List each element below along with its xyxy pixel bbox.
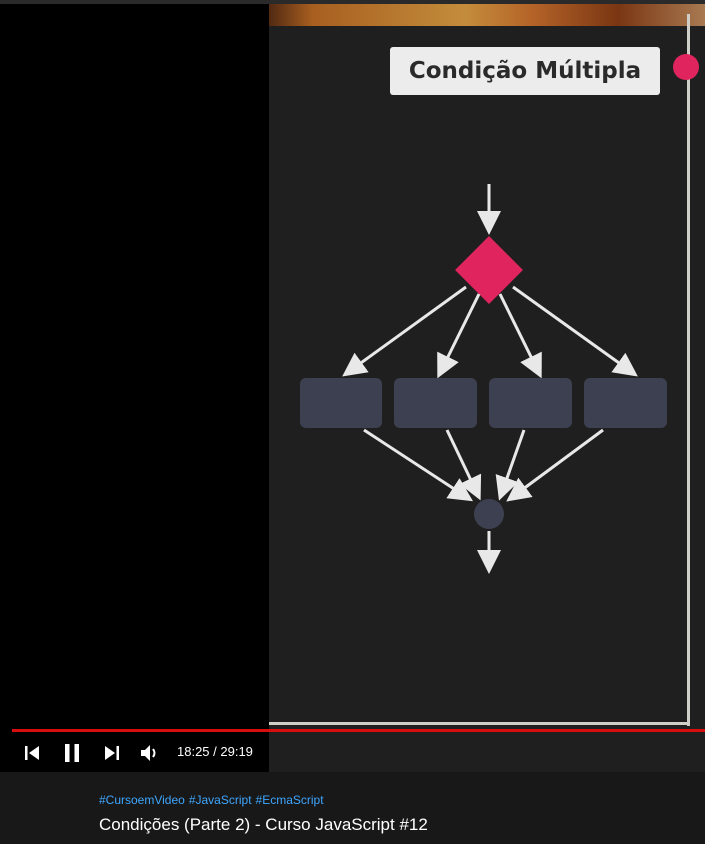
skip-next-icon bbox=[105, 746, 119, 760]
frame-top-glow bbox=[269, 4, 705, 26]
video-info: #CursoemVideo#JavaScript#EcmaScript Cond… bbox=[99, 791, 428, 835]
pause-icon bbox=[65, 744, 79, 762]
flowchart-diagram bbox=[300, 184, 667, 574]
case-box-1 bbox=[300, 378, 382, 428]
video-title: Condições (Parte 2) - Curso JavaScript #… bbox=[99, 815, 428, 834]
hashtag-link[interactable]: #EcmaScript bbox=[255, 793, 324, 807]
branch-arrow-2 bbox=[437, 293, 481, 379]
branch-arrow-3 bbox=[498, 293, 542, 379]
case-box-4 bbox=[584, 378, 667, 428]
video-frame[interactable]: Condição Múltipla bbox=[269, 4, 705, 772]
progress-bar[interactable] bbox=[12, 729, 705, 732]
next-button[interactable] bbox=[99, 740, 125, 766]
hashtag-link[interactable]: #CursoemVideo bbox=[99, 793, 185, 807]
volume-icon bbox=[141, 745, 156, 761]
skip-previous-icon bbox=[25, 746, 39, 760]
slide-bottom-border bbox=[269, 722, 690, 725]
branch-arrow-4 bbox=[512, 285, 638, 377]
hashtag-link[interactable]: #JavaScript bbox=[188, 793, 252, 807]
case-box-2 bbox=[394, 378, 477, 428]
merge-arrow-2 bbox=[445, 429, 482, 501]
player-top-edge bbox=[0, 0, 705, 4]
pause-button[interactable] bbox=[59, 740, 85, 766]
player-controls: 18:25 / 29:19 bbox=[0, 733, 705, 772]
branch-arrow-1 bbox=[342, 285, 467, 377]
merge-arrow-3 bbox=[495, 429, 526, 501]
merge-arrow-4 bbox=[506, 428, 604, 502]
decision-diamond bbox=[455, 236, 523, 304]
hashtag-list: #CursoemVideo#JavaScript#EcmaScript bbox=[99, 791, 428, 809]
record-dot bbox=[673, 54, 699, 80]
volume-button[interactable] bbox=[137, 740, 163, 766]
time-display: 18:25 / 29:19 bbox=[177, 744, 253, 759]
previous-button[interactable] bbox=[19, 740, 45, 766]
case-box-3 bbox=[489, 378, 572, 428]
slide-title: Condição Múltipla bbox=[390, 47, 660, 95]
video-player[interactable]: Condição Múltipla bbox=[0, 0, 705, 772]
slide-right-border bbox=[687, 14, 690, 726]
merge-node bbox=[474, 499, 504, 529]
merge-arrow-1 bbox=[363, 428, 474, 502]
